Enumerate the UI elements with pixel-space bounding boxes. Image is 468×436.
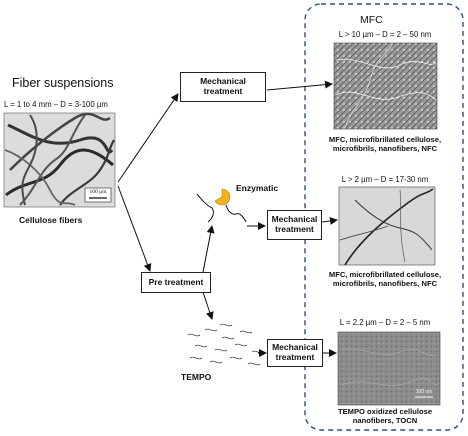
tempo-icon [188,324,264,365]
mfc-group-title: MFC [360,14,383,26]
arrow-fibers-to-mechanical [118,94,178,182]
mechanical-treatment-box-3: Mechanical treatment [267,339,323,367]
tempo-label: TEMPO [181,372,211,382]
mfc-micrograph-1 [334,43,437,129]
cellulose-fibers-caption: Cellulose fibers [19,215,82,225]
arrow-mechanical-to-mfc [267,84,332,90]
arrow-pretreatment-to-enzymatic [203,226,212,272]
tocn-scale-label: 100 nm [412,389,436,395]
tocn-caption: TEMPO oxidized cellulose nanofibers, TOC… [320,408,450,425]
tocn-dimensions: L = 2.2 µm – D = 2 – 5 nm [320,318,450,327]
enzymatic-label: Enzymatic [236,183,278,193]
mfc2-dimensions: L > 2 µm – D = 17-30 nm [320,175,450,184]
fiber-suspensions-title: Fiber suspensions [12,76,113,90]
arrow-fibers-to-pretreatment [118,186,150,271]
enzyme-icon [197,189,246,222]
fiber-scale-label: 100 µm [87,189,109,195]
mechanical-treatment-label-2: Mechanical treatment [272,215,318,235]
fiber-dimensions: L = 1 to 4 mm – D = 3-100 µm [4,100,108,109]
pretreatment-box: Pre treatment [141,272,211,293]
mechanical-treatment-box-2: Mechanical treatment [267,210,322,240]
mfc-micrograph-2 [339,187,435,265]
pretreatment-label: Pre treatment [149,278,204,288]
mechanical-treatment-label-1: Mechanical treatment [200,77,246,97]
arrow-pretreatment-to-tempo [203,292,212,319]
mfc2-caption: MFC, microfibrillated cellulose, microfi… [315,271,455,288]
mfc1-caption: MFC, microfibrillated cellulose, microfi… [315,136,455,153]
mechanical-treatment-label-3: Mechanical treatment [272,343,318,363]
mechanical-treatment-box-1: Mechanical treatment [180,72,266,102]
arrow-mechanical-to-mfc2 [322,220,337,222]
mfc1-dimensions: L > 10 µm – D = 2 – 50 nm [320,30,450,39]
